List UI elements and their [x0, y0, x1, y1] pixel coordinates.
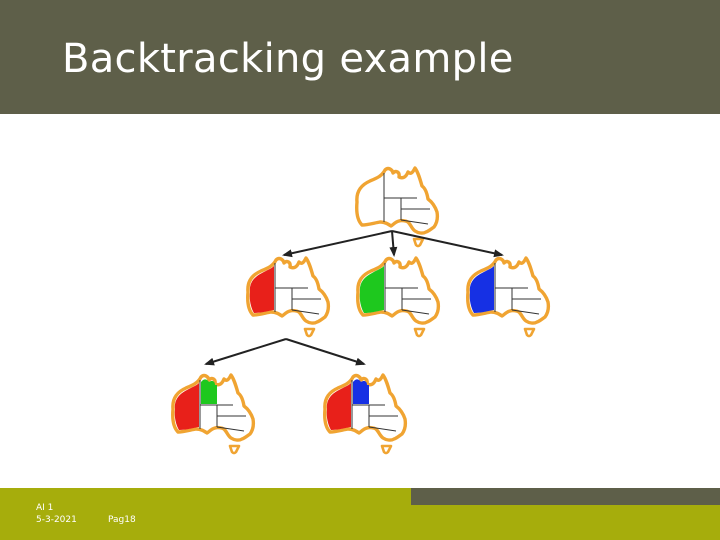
map-west-red-north-green [171, 373, 256, 455]
level1-arrows [204, 338, 366, 366]
footer-date: 5-3-2021 [36, 515, 77, 525]
backtracking-diagram [171, 166, 551, 455]
map-west-red [246, 256, 331, 338]
map-west-red-north-blue [323, 373, 408, 455]
slide-title: Backtracking example [62, 36, 514, 82]
slide-header: Backtracking example [0, 0, 720, 114]
map-west-green [356, 256, 441, 338]
footer-course: AI 1 [36, 503, 54, 513]
root-map [355, 166, 440, 248]
footer-accent-strip [411, 488, 720, 505]
footer-page-number: Pag18 [108, 515, 136, 525]
map-west-blue [466, 256, 551, 338]
root-arrows [282, 230, 504, 258]
